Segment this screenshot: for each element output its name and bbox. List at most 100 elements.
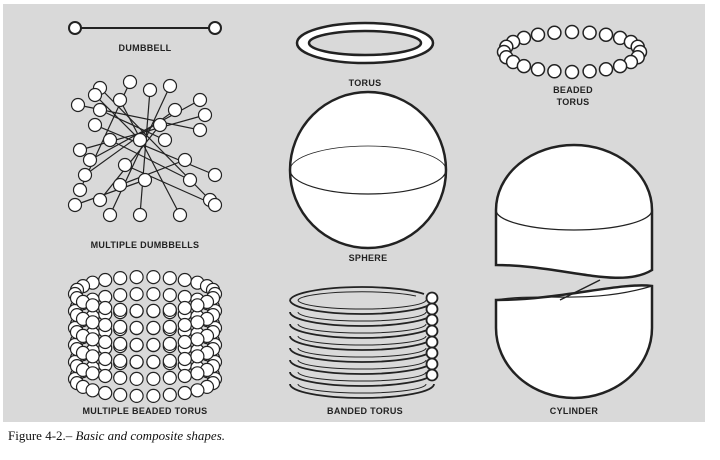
bead	[146, 320, 161, 335]
bead	[177, 300, 192, 316]
sphere-shape	[288, 90, 448, 250]
cylinder-shape	[494, 143, 654, 400]
bead	[177, 368, 192, 384]
bead	[113, 271, 128, 286]
bead	[146, 270, 161, 285]
bead	[113, 353, 128, 368]
bead	[516, 58, 532, 74]
band-inner	[297, 383, 427, 394]
band	[289, 383, 435, 399]
dumbbell-bead	[92, 192, 108, 208]
bead	[129, 371, 144, 386]
dumbbell-bead	[157, 132, 173, 148]
figure-caption: Figure 4-2.– Basic and composite shapes.	[8, 428, 225, 444]
band-bead	[425, 324, 439, 338]
bead	[162, 319, 177, 334]
multiple-beaded-torus-shape	[67, 270, 223, 403]
bead	[564, 64, 580, 80]
bead	[564, 24, 580, 40]
dumbbell-bar	[74, 179, 146, 206]
dumbbell-bead	[77, 167, 93, 183]
bead	[113, 302, 128, 317]
bead	[612, 58, 628, 74]
bead	[177, 272, 192, 288]
bead	[113, 288, 128, 303]
dumbbell-bead	[102, 207, 118, 223]
bead	[177, 334, 192, 350]
bead	[129, 303, 144, 318]
dumbbell-bead	[122, 74, 138, 90]
bead	[177, 385, 192, 401]
band-top-inner	[297, 291, 417, 301]
band-bead	[425, 313, 439, 327]
dumbbell-bar	[99, 109, 166, 141]
banded-torus-shape	[289, 286, 439, 399]
band-inner	[297, 299, 427, 310]
dumbbell-bead	[162, 78, 178, 94]
bead	[582, 25, 597, 40]
bead	[129, 287, 144, 302]
dumbbell-shape	[68, 21, 222, 35]
bead	[129, 320, 144, 335]
band-top	[289, 286, 425, 301]
dumbbell-bead	[102, 132, 118, 148]
bead	[547, 64, 562, 79]
dumbbell-bar	[119, 99, 181, 216]
dumbbell-bead	[72, 142, 88, 158]
bead	[85, 349, 100, 364]
bead	[162, 370, 177, 385]
bead	[113, 319, 128, 334]
bead	[162, 288, 177, 303]
bead	[113, 387, 128, 402]
dumbbell-bead	[192, 122, 208, 138]
bead	[113, 370, 128, 385]
band-bead	[425, 302, 439, 316]
dumbbell-bead	[87, 117, 103, 133]
bead	[129, 270, 144, 285]
dumbbell-bead	[192, 92, 208, 108]
dumbbell-bead	[177, 152, 193, 168]
bead	[162, 336, 177, 351]
bead	[162, 387, 177, 402]
dumbbell-bead	[132, 207, 148, 223]
bead	[146, 287, 161, 302]
bead	[98, 317, 113, 333]
dumbbell-bead	[182, 172, 198, 188]
dumbbell-bead	[92, 102, 108, 118]
bead	[85, 383, 100, 398]
dumbbell-bar	[119, 159, 186, 186]
bead	[177, 317, 192, 333]
bead	[190, 315, 205, 330]
band-bead	[425, 368, 439, 382]
bead	[190, 298, 205, 313]
dumbbell-bead	[117, 157, 133, 173]
bead	[98, 300, 113, 316]
bead	[85, 298, 100, 313]
bead	[146, 388, 161, 403]
dumbbell-bead	[197, 107, 213, 123]
dumbbell-bead	[87, 87, 103, 103]
label-banded-torus: BANDED TORUS	[327, 406, 403, 416]
bead	[98, 272, 113, 288]
band-inner	[297, 311, 427, 322]
caption-figure-label: Figure 4-2.	[8, 428, 66, 443]
bead	[582, 64, 597, 79]
band-bead	[425, 357, 439, 371]
dumbbell-bead	[172, 207, 188, 223]
bead	[98, 351, 113, 367]
bead	[162, 353, 177, 368]
bead	[162, 302, 177, 317]
dumbbell-bead	[67, 197, 83, 213]
bead	[98, 334, 113, 350]
bead	[190, 332, 205, 347]
multiple-dumbbells-shape	[67, 74, 223, 223]
bead	[530, 62, 546, 77]
dumbbell-bead	[207, 197, 223, 213]
bead	[129, 354, 144, 369]
label-beaded-torus-line2: TORUS	[556, 97, 590, 107]
bead	[190, 383, 205, 398]
bead	[129, 337, 144, 352]
caption-text: – Basic and composite shapes.	[65, 428, 226, 443]
dumbbell-bar	[124, 164, 216, 206]
band-bead	[425, 291, 439, 305]
